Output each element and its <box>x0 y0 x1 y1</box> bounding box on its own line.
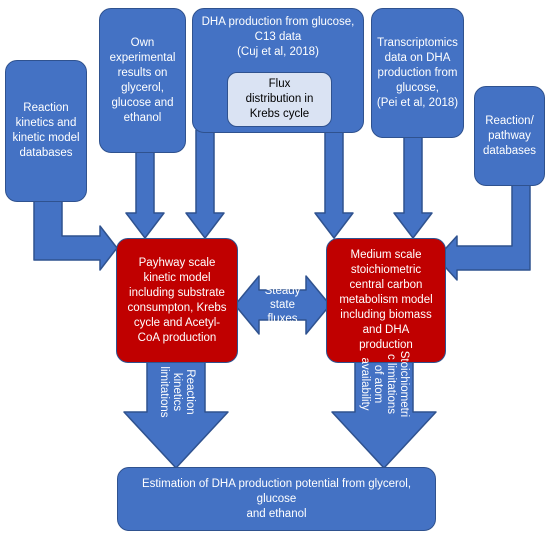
arrow-pathway-model-to-output <box>123 359 229 469</box>
reaction-pathway-db-box: Reaction/ pathway databases <box>474 86 545 186</box>
transcriptomics-box: Transcriptomics data on DHA production f… <box>371 8 464 138</box>
stoichiometric-model-box: Medium scale stoichiometric central carb… <box>326 238 446 363</box>
own-results-box: Own experimental results on glycerol, gl… <box>99 8 186 153</box>
flux-distribution-box: Flux distribution in Krebs cycle <box>227 72 332 127</box>
pathway-kinetic-model-box: Payhway scale kinetic model including su… <box>116 238 238 363</box>
reaction-kinetics-db-box: Reaction kinetics and kinetic model data… <box>5 60 87 202</box>
arrow-dha-glucose-to-pathway-model <box>185 129 225 239</box>
stoich-limits-label: Stoichiometri c limitations of atom avai… <box>359 350 410 418</box>
arrow-stoich-model-to-output <box>331 359 437 469</box>
arrow-dha-glucose-to-stoich-model <box>314 129 354 239</box>
estimation-output-box: Estimation of DHA production potential f… <box>117 467 436 531</box>
reaction-limits-label: Reaction kinetics limitations <box>158 366 197 418</box>
arrow-transcriptomics-to-stoich-model <box>393 134 433 239</box>
arrow-kinetics-db-to-pathway-model <box>33 194 118 271</box>
steady-state-fluxes-label: Steady state fluxes <box>264 285 301 325</box>
dha-glucose-label: DHA production from glucose, C13 data (C… <box>201 16 355 58</box>
arrow-own-results-to-pathway-model <box>125 149 165 239</box>
arrow-pathway-db-to-stoich-model <box>436 181 531 281</box>
